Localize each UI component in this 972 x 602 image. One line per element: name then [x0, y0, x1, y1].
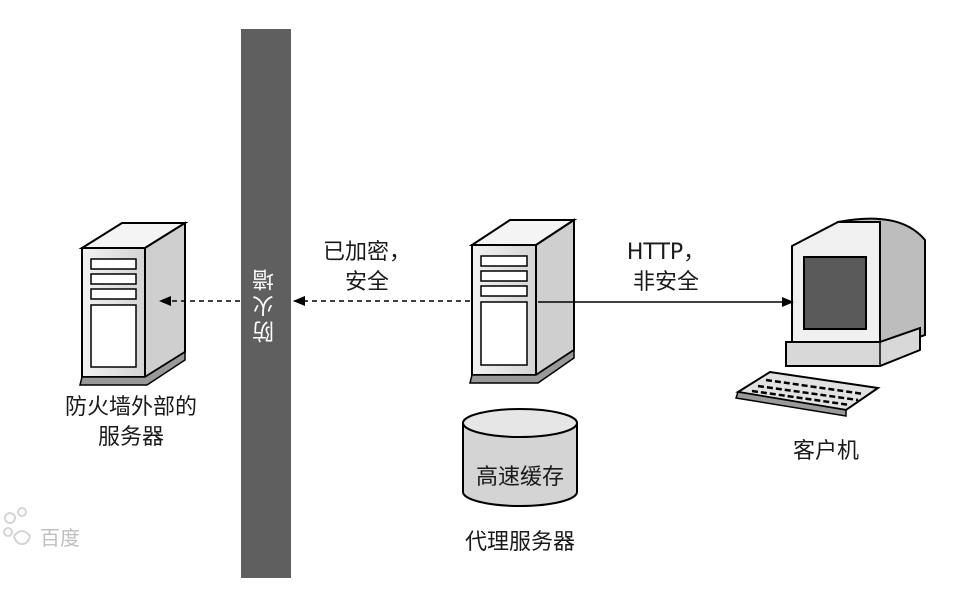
client-computer-icon: [735, 217, 926, 417]
http-link-label-line1: HTTP，: [626, 240, 706, 265]
http-link-label-line2: 非安全: [632, 270, 699, 295]
http-link-label: HTTP， 非安全: [606, 238, 726, 298]
firewall-bar: [241, 29, 291, 578]
cache-label: 高速缓存: [475, 465, 564, 490]
client-label: 客户机: [792, 439, 859, 464]
encrypted-link-label: 已加密， 安全: [312, 238, 422, 298]
external-server-label: 防火墙外部的 服务器: [46, 393, 216, 453]
encrypted-link-label-line1: 已加密，: [322, 240, 411, 265]
external-server-label-line1: 防火墙外部的: [64, 395, 197, 420]
firewall-label-container: 防火墙: [241, 29, 291, 578]
encrypted-link-label-line2: 安全: [344, 270, 389, 295]
proxy-server-label: 代理服务器: [464, 530, 575, 555]
watermark-text: 百度: [40, 526, 80, 550]
watermark-logo: [3, 507, 32, 546]
external-server-label-line2: 服务器: [97, 425, 164, 450]
firewall-label: 防火墙: [253, 264, 278, 343]
cache-cylinder-icon: [462, 408, 578, 507]
external-server-icon: [78, 221, 189, 386]
proxy-server-icon: [468, 218, 578, 384]
